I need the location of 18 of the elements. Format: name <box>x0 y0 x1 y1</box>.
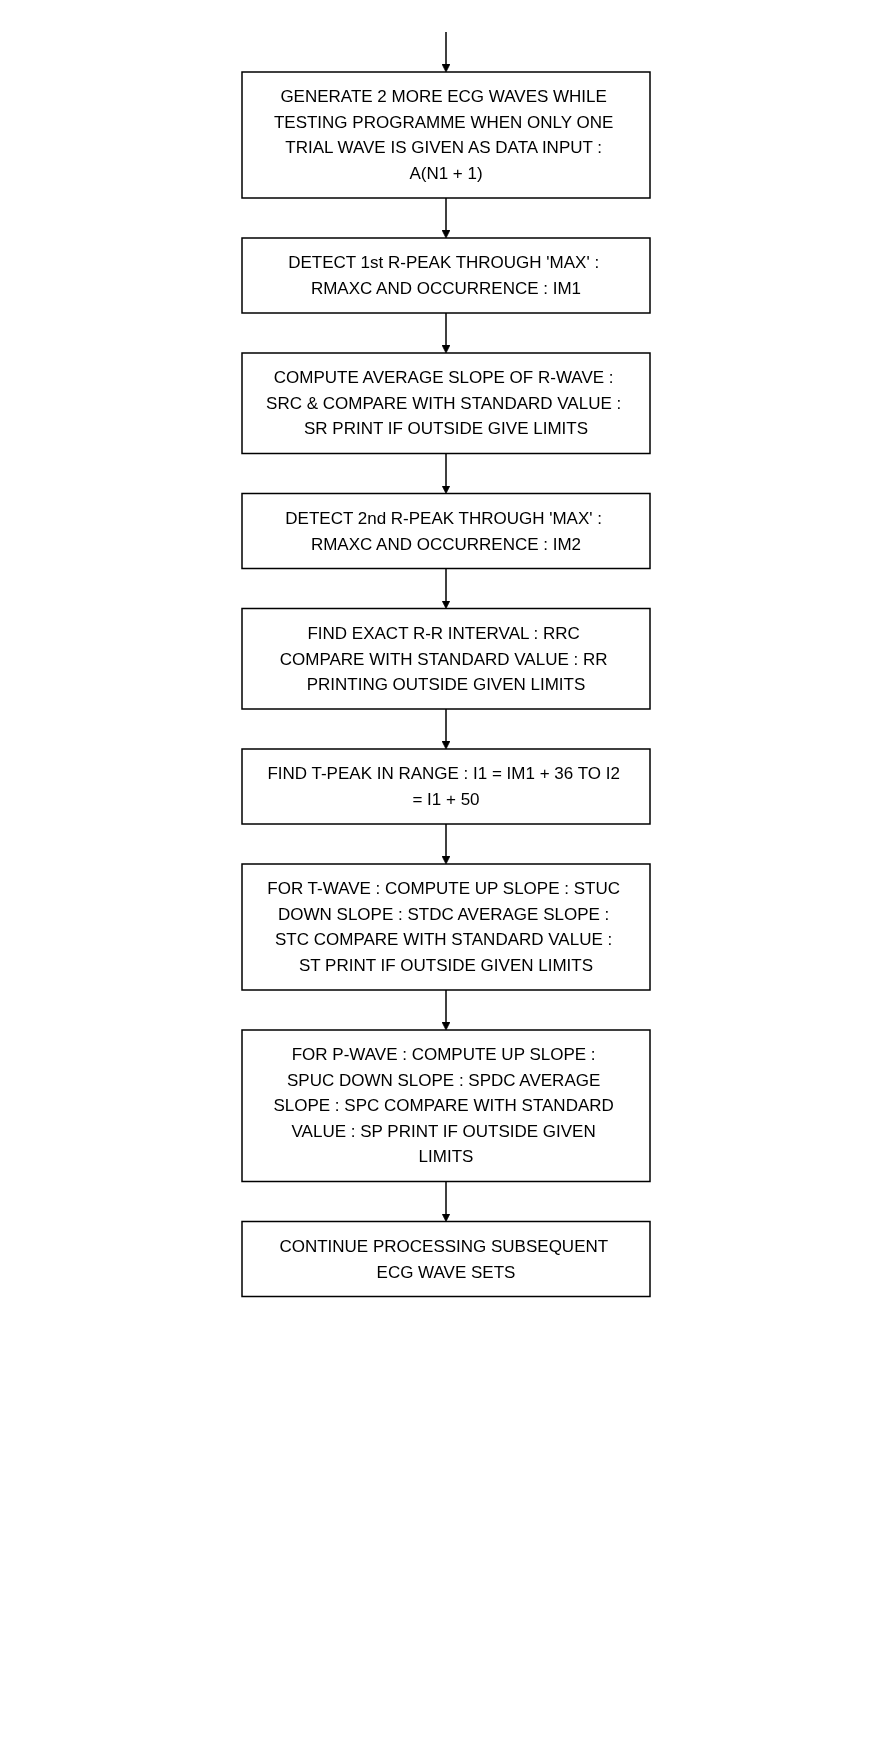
node-box: GENERATE 2 MORE ECG WAVES WHILE TESTING PROGRAMME WHEN ONLY ONE TRIAL WAVE IS GIVEN AS DATA INPUT : A(N1 + 1) <box>240 71 651 199</box>
arrow <box>441 989 450 1031</box>
node-box: COMPUTE AVERAGE SLOPE OF R-WAVE : SRC & COMPARE WITH STANDARD VALUE : SR PRINT IF OUTSIDE GIVE LIMITS <box>240 352 651 455</box>
node-box: DETECT 2nd R-PEAK THROUGH 'MAX' : RMAXC AND OCCURRENCE : IM2 <box>240 492 651 570</box>
arrow <box>441 197 450 239</box>
arrow <box>441 312 450 354</box>
arrow <box>441 708 450 750</box>
arrow <box>441 452 450 494</box>
node-box: DETECT 1st R-PEAK THROUGH 'MAX' : RMAXC AND OCCURRENCE : IM1 <box>240 237 651 314</box>
node-box: FIND T-PEAK IN RANGE : I1 = IM1 + 36 TO I2 = I1 + 50 <box>240 748 651 825</box>
arrow <box>441 31 450 73</box>
arrow <box>441 567 450 609</box>
arrow <box>441 1180 450 1222</box>
node-box: FOR P-WAVE : COMPUTE UP SLOPE : SPUC DOWN SLOPE : SPDC AVERAGE SLOPE : SPC COMPARE WITH STANDARD VALUE : SP PRINT IF OUTSIDE GIVEN LIMITS <box>240 1029 651 1183</box>
node-box: CONTINUE PROCESSING SUBSEQUENT ECG WAVE SETS <box>240 1220 651 1298</box>
node-box: FIND EXACT R-R INTERVAL : RRC COMPARE WITH STANDARD VALUE : RR PRINTING OUTSIDE GIVEN LIMITS <box>240 607 651 710</box>
node-box: FOR T-WAVE : COMPUTE UP SLOPE : STUC DOWN SLOPE : STDC AVERAGE SLOPE : STC COMPARE WITH STANDARD VALUE : ST PRINT IF OUTSIDE GIVEN LIMITS <box>240 863 651 991</box>
arrow <box>441 823 450 865</box>
